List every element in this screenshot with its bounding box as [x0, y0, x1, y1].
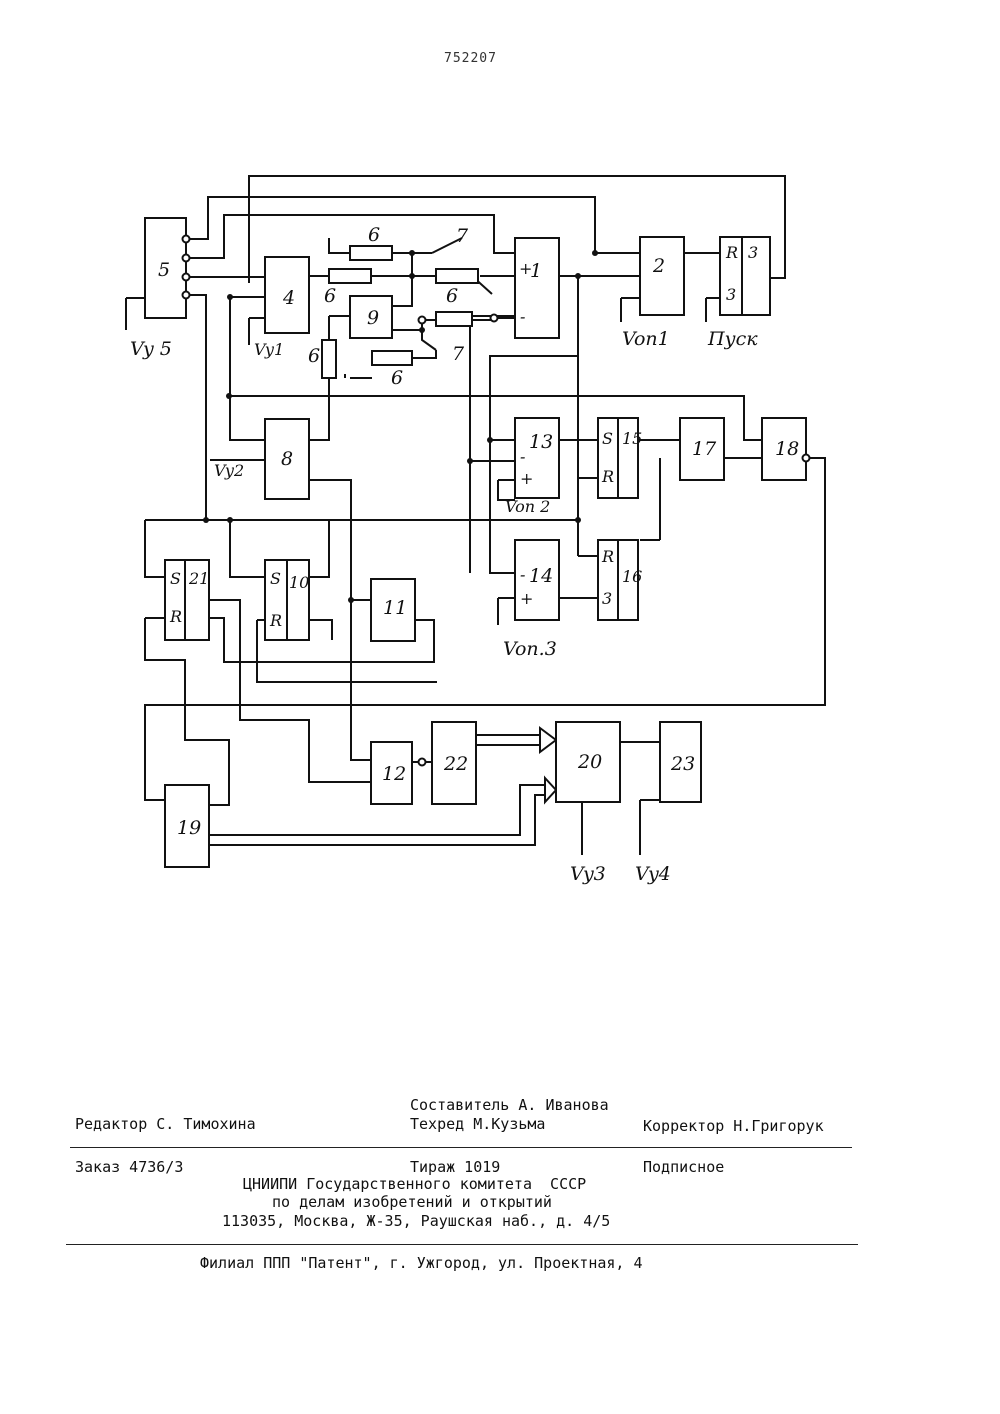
label-vy5: Vy 5	[130, 338, 172, 360]
corrector: Корректор Н.Григорук	[643, 1117, 824, 1135]
label-resistor-6b: 6	[324, 285, 336, 307]
label-von1: Von1	[622, 328, 670, 350]
label-10-r: R	[269, 611, 282, 630]
techred: Техред М.Кузьма	[410, 1115, 545, 1133]
label-9: 9	[367, 307, 379, 329]
label-20: 20	[577, 751, 602, 773]
label-15-r: R	[601, 467, 614, 486]
label-16-r: R	[601, 547, 614, 566]
label-resistor-6c: 6	[446, 285, 458, 307]
resistor-6c	[436, 269, 478, 283]
resistor-6b	[329, 269, 371, 283]
divider-top	[70, 1147, 852, 1148]
resistor-6f	[322, 340, 336, 378]
label-resistor-6a: 6	[368, 224, 380, 246]
bus-arrows	[540, 728, 556, 802]
org-line-1: ЦНИИПИ Государственного комитета СССР	[243, 1175, 586, 1193]
label-19: 19	[177, 817, 201, 839]
label-16-s: 3	[602, 589, 612, 608]
resistor-6a	[350, 246, 392, 260]
label-switch-7a: 7	[456, 225, 469, 247]
divider-bottom	[66, 1244, 858, 1245]
label-vy3: Vy3	[570, 863, 606, 885]
label-minus-13: -	[520, 447, 525, 466]
label-10: 10	[289, 573, 309, 592]
label-vy2: Vy2	[214, 461, 244, 480]
label-8: 8	[281, 448, 293, 470]
label-11: 11	[383, 597, 407, 619]
label-3: 3	[748, 243, 758, 262]
editor: Редактор С. Тимохина	[75, 1115, 256, 1133]
resistor-6d	[436, 312, 472, 326]
label-23: 23	[670, 753, 695, 775]
resistor-6e	[372, 351, 412, 365]
label-18: 18	[775, 438, 799, 460]
label-vy4: Vy4	[635, 863, 671, 885]
label-plus-1: +	[519, 259, 532, 278]
label-vy1: Vy1	[254, 340, 284, 359]
label-21-s: S	[170, 569, 181, 588]
compiler: Составитель А. Иванова	[410, 1096, 609, 1114]
label-plus-13: +	[520, 469, 533, 488]
address: 113035, Москва, Ж-35, Раушская наб., д. …	[222, 1212, 610, 1230]
label-von3: Von.3	[503, 638, 557, 660]
label-minus-14: -	[520, 565, 525, 584]
label-3-s: 3	[726, 285, 736, 304]
label-von2: Von 2	[505, 497, 550, 516]
branch: Филиал ППП "Патент", г. Ужгород, ул. Про…	[200, 1254, 643, 1272]
label-17: 17	[692, 438, 717, 460]
label-2: 2	[652, 255, 665, 277]
label-16: 16	[622, 567, 642, 586]
label-13: 13	[529, 431, 553, 453]
circulation: Тираж 1019	[410, 1158, 500, 1176]
label-12: 12	[382, 763, 406, 785]
label-plus-14: +	[520, 589, 533, 608]
subscription: Подписное	[643, 1158, 724, 1176]
label-21-r: R	[169, 607, 182, 626]
label-pusk: Пуск	[707, 328, 758, 350]
label-minus-1: -	[520, 307, 525, 326]
order: Заказ 4736/3	[75, 1158, 183, 1176]
org-line-2: по делам изобретений и открытий	[272, 1193, 552, 1211]
block-labels: 5 4 9 1 + - 2 R 3 3 8 13 - + S 15 R 17 1…	[158, 243, 799, 839]
label-22: 22	[443, 753, 468, 775]
label-4: 4	[282, 287, 295, 309]
label-3-r: R	[725, 243, 738, 262]
label-resistor-6f: 6	[308, 345, 320, 367]
label-15-s: S	[602, 429, 613, 448]
label-15: 15	[622, 429, 642, 448]
label-21: 21	[188, 569, 209, 588]
label-14: 14	[529, 565, 553, 587]
label-resistor-6e: 6	[391, 367, 403, 389]
label-10-s: S	[270, 569, 281, 588]
label-switch-7b: 7	[452, 343, 465, 365]
label-5: 5	[158, 259, 170, 281]
